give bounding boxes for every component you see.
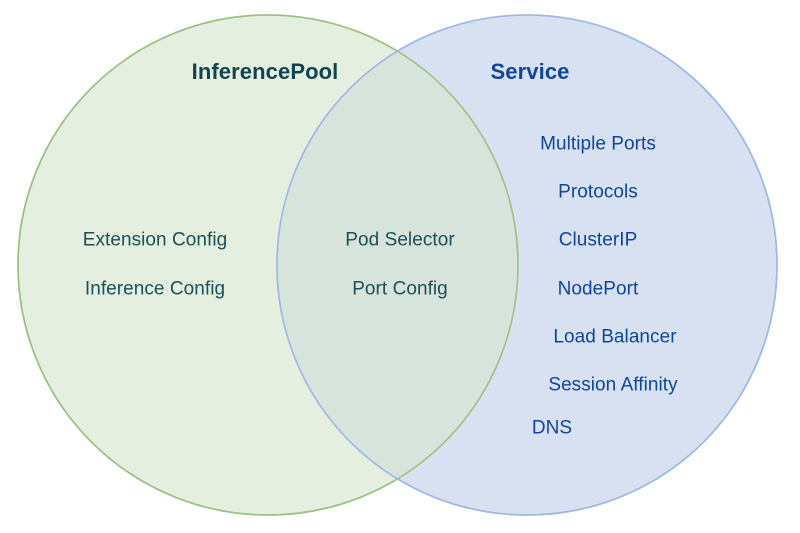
intersection-item-port-config: Port Config [352, 278, 448, 300]
right-set-item-clusterip: ClusterIP [558, 229, 638, 251]
right-set-item-multiple-ports: Multiple Ports [540, 133, 656, 155]
intersection-item-pod-selector: Pod Selector [345, 229, 455, 251]
right-set-item-load-balancer: Load Balancer [553, 326, 677, 348]
left-set-item-inference-config: Inference Config [84, 278, 226, 300]
left-set-outline [17, 14, 519, 516]
left-set-title: InferencePool [191, 58, 339, 84]
right-set-title: Service [490, 58, 570, 84]
right-set-outline [276, 14, 778, 516]
right-set-item-session-affinity: Session Affinity [548, 374, 678, 396]
right-set-item-nodeport: NodePort [557, 278, 639, 300]
right-set-item-protocols: Protocols [558, 181, 638, 203]
left-set-item-extension-config: Extension Config [82, 229, 228, 251]
right-set-item-dns: DNS [531, 417, 573, 439]
